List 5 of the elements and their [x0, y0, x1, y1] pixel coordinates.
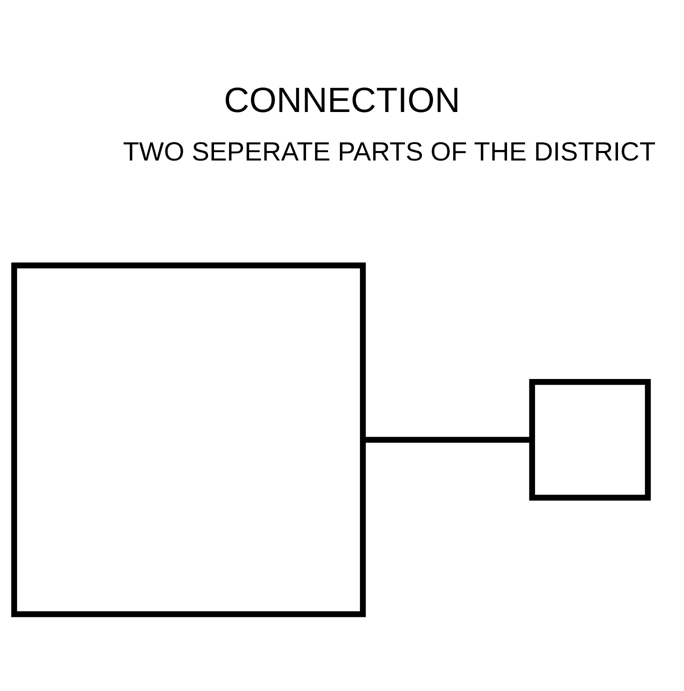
node-box — [11, 262, 366, 617]
diagram-title: CONNECTION — [224, 80, 460, 120]
label: TWO SEPERATE PARTS OF THE DISTRICT — [122, 136, 656, 166]
node-box — [529, 378, 651, 500]
connector — [362, 436, 532, 442]
